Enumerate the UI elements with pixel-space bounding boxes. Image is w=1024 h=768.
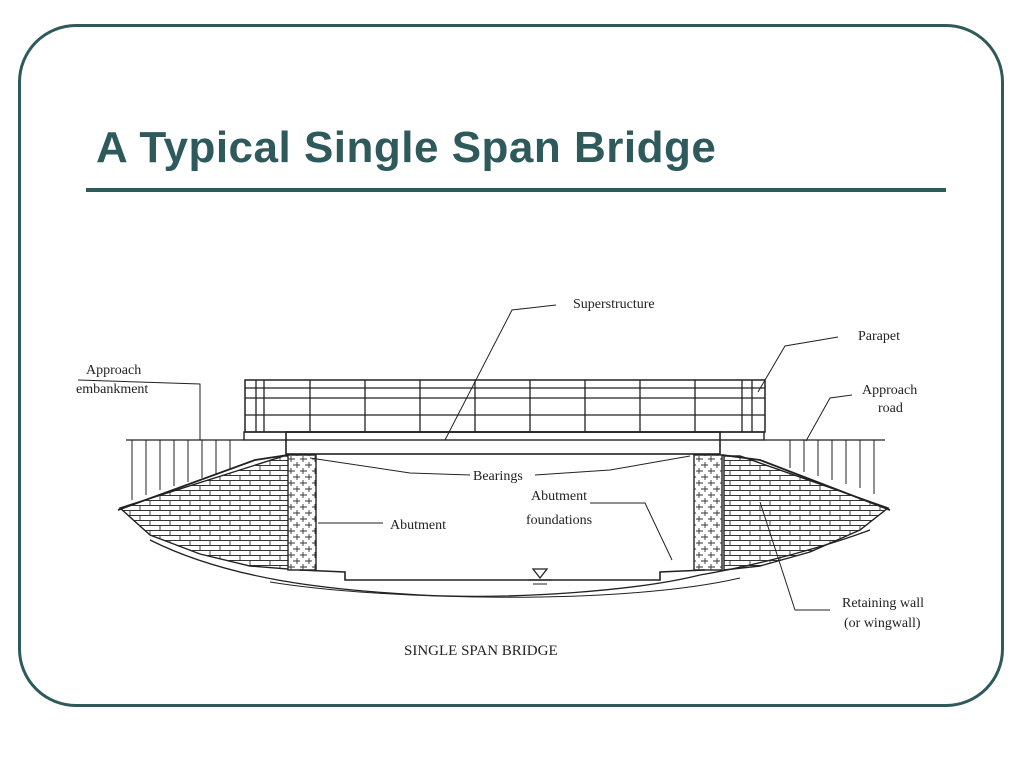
- label-abutment: Abutment: [390, 518, 446, 533]
- label-approach-embankment-line2: embankment: [76, 382, 148, 397]
- right-abutment: [693, 454, 723, 571]
- water-level-icon: [528, 568, 552, 585]
- label-abutment-foundations-line1: Abutment: [531, 489, 587, 504]
- label-abutment-foundations-line2: foundations: [526, 513, 592, 528]
- diagram-caption: SINGLE SPAN BRIDGE: [404, 643, 558, 659]
- parapet-railing: [244, 379, 766, 433]
- left-wingwall: [118, 455, 301, 571]
- right-wingwall: [723, 455, 890, 571]
- title-underline: [86, 188, 946, 192]
- approach-embankment-left: [126, 439, 244, 500]
- deck-superstructure: [243, 431, 765, 455]
- left-abutment: [287, 454, 317, 571]
- label-bearings: Bearings: [473, 469, 523, 484]
- label-parapet: Parapet: [858, 329, 900, 344]
- label-superstructure: Superstructure: [573, 297, 655, 312]
- leader-lines: [77, 304, 853, 611]
- slide-frame: [18, 24, 1004, 707]
- label-retaining-wall-line2: (or wingwall): [844, 616, 921, 631]
- approach-road-right: [764, 439, 885, 494]
- label-retaining-wall-line1: Retaining wall: [842, 596, 924, 611]
- slide-title: A Typical Single Span Bridge: [96, 123, 717, 172]
- label-approach-road-line2: road: [878, 401, 903, 416]
- river-bed: [149, 529, 871, 598]
- label-approach-embankment-line1: Approach: [86, 363, 141, 378]
- label-approach-road-line1: Approach: [862, 383, 917, 398]
